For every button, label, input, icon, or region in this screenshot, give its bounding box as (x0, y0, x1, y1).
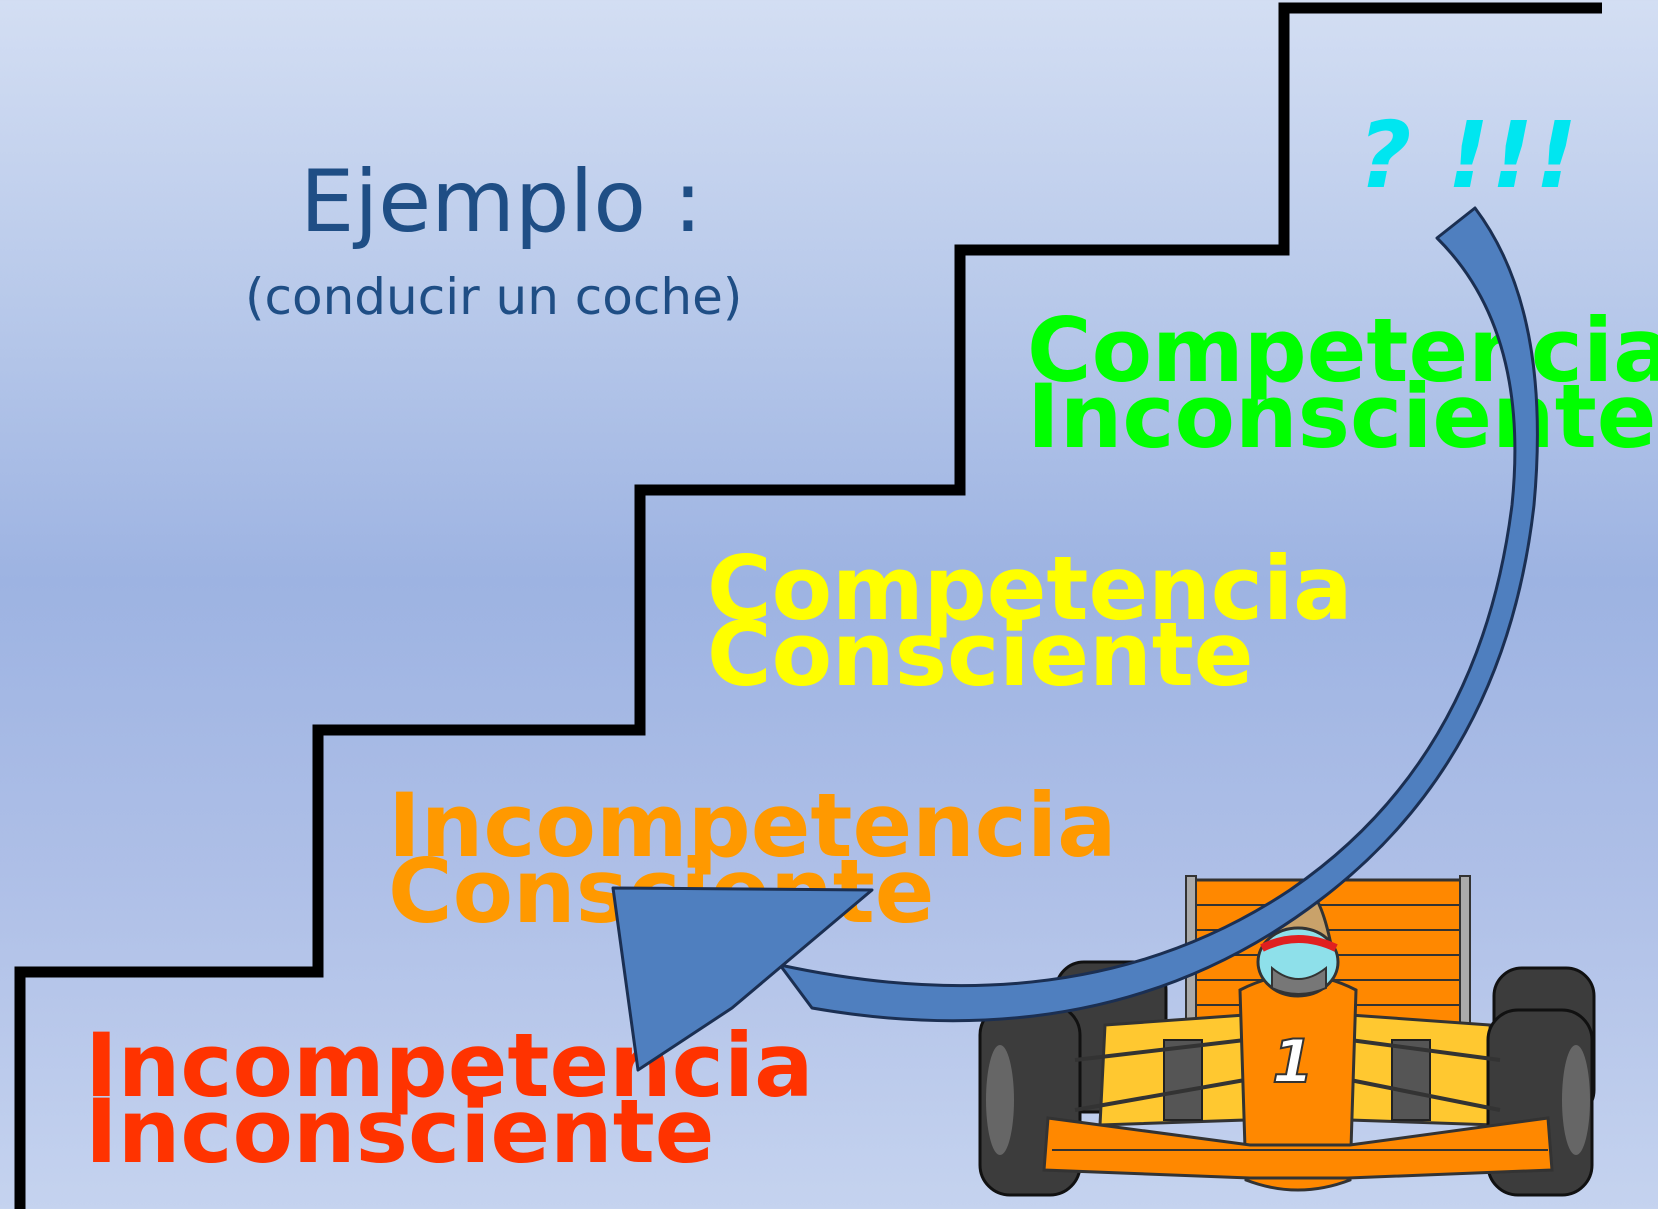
return-arrow-shaft (778, 206, 1539, 1023)
stage-label-competencia-inconsciente: Competencia Inconsciente (1027, 299, 1658, 468)
exclamation-text: ? !!! (1358, 102, 1580, 209)
staircase-line (14, 2, 1602, 1209)
stage-line-1: Incompetencia (388, 774, 1117, 877)
car-number: 1 (1272, 1027, 1314, 1097)
stage-label-competencia-consciente: Competencia Consciente (707, 537, 1353, 706)
stage-line-2: Inconsciente (1027, 365, 1657, 468)
stage-line-2: Inconsciente (85, 1080, 715, 1183)
example-subtitle: (conducir un coche) (245, 268, 743, 326)
return-arrow-head (611, 886, 874, 1072)
example-title: Ejemplo : (300, 152, 703, 252)
stage-line-2: Consciente (707, 603, 1254, 706)
stage-label-incompetencia-inconsciente: Incompetencia Inconsciente (85, 1014, 814, 1183)
stage-line-1: Incompetencia (85, 1014, 814, 1117)
stage-line-1: Competencia (1027, 299, 1658, 402)
stage-line-1: Competencia (707, 537, 1353, 640)
